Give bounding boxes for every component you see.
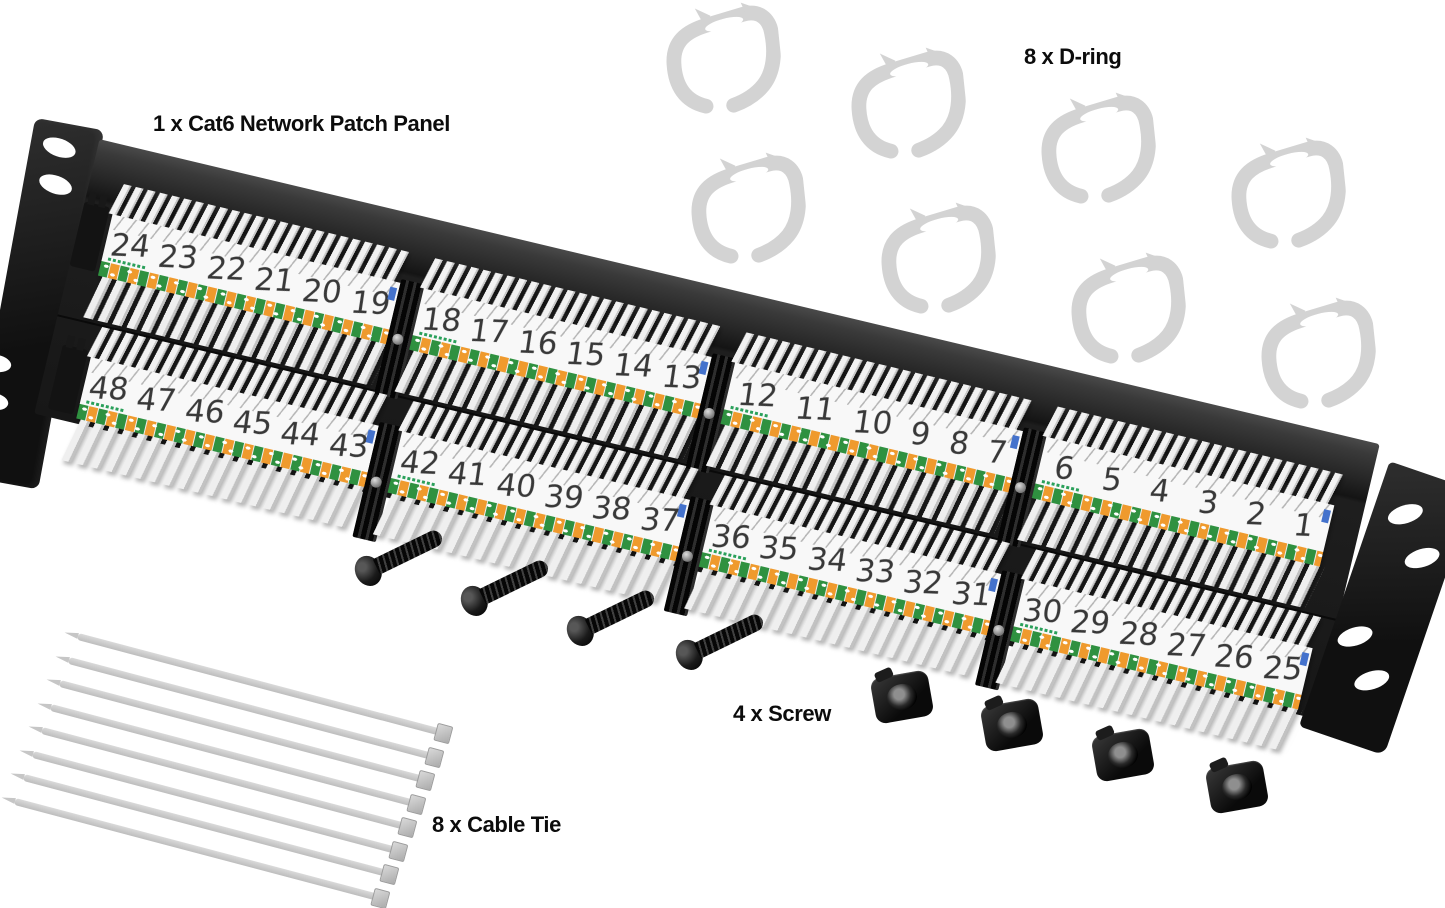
- label-patch-panel: 1 x Cat6 Network Patch Panel: [153, 111, 450, 136]
- port-number: 20: [299, 273, 345, 311]
- port-number: 30: [1020, 592, 1065, 631]
- port-number: 25: [1259, 650, 1305, 688]
- port-number: 24: [107, 227, 153, 265]
- port-number: 28: [1116, 615, 1161, 654]
- port-number: 35: [756, 530, 802, 568]
- label-d-ring: 8 x D-ring: [1024, 44, 1122, 69]
- port-number: 38: [589, 490, 635, 528]
- port-number: 48: [86, 370, 131, 408]
- port-number: 40: [493, 467, 539, 505]
- port-number: 1: [1291, 507, 1317, 545]
- port-number: 21: [251, 261, 297, 300]
- port-number: 44: [278, 416, 323, 454]
- d-ring: [1222, 132, 1351, 258]
- port-number: 42: [397, 444, 443, 482]
- port-number: 8: [946, 425, 972, 463]
- d-ring: [1062, 247, 1191, 373]
- port-number: 6: [1051, 450, 1077, 488]
- cable-tie: [23, 774, 395, 879]
- port-number: 31: [948, 575, 994, 614]
- port-number: 27: [1163, 627, 1209, 665]
- port-number: 37: [637, 501, 683, 540]
- port-number: 32: [900, 564, 946, 602]
- d-ring: [842, 42, 971, 168]
- port-number: 45: [230, 404, 275, 443]
- port-number: 36: [708, 518, 754, 557]
- d-ring: [682, 147, 811, 273]
- label-screw: 4 x Screw: [733, 701, 831, 726]
- port-number: 41: [445, 455, 491, 494]
- port-number: 13: [659, 358, 704, 397]
- mounting-hole: [1385, 500, 1426, 529]
- port-number: 7: [985, 434, 1011, 472]
- label-cable-tie: 8 x Cable Tie: [432, 812, 561, 837]
- port-number: 11: [792, 390, 838, 429]
- port-number: 17: [467, 313, 512, 351]
- port-number: 4: [1147, 473, 1173, 510]
- port-number: 26: [1211, 638, 1257, 677]
- port-number: 22: [203, 250, 249, 288]
- cable-tie: [41, 727, 413, 832]
- port-number: 15: [563, 335, 608, 374]
- mounting-hole: [1351, 666, 1392, 695]
- port-number: 39: [541, 478, 587, 517]
- port-number: 2: [1243, 496, 1269, 533]
- port-number: 47: [134, 381, 179, 420]
- port-number: 43: [326, 427, 371, 465]
- cable-tie: [50, 704, 422, 809]
- port-number: 9: [908, 416, 934, 453]
- d-ring: [657, 0, 786, 123]
- port-number: 46: [182, 393, 227, 431]
- port-number: 12: [735, 376, 780, 415]
- port-number: 33: [852, 552, 898, 591]
- d-ring: [1032, 87, 1161, 213]
- mounting-hole: [1402, 544, 1442, 572]
- cable-tie: [14, 798, 386, 903]
- d-ring: [1252, 292, 1381, 418]
- mounting-hole: [1335, 622, 1375, 651]
- port-number: 29: [1068, 604, 1113, 642]
- d-ring: [872, 197, 1001, 323]
- port-number: 23: [155, 238, 201, 277]
- port-number: 10: [850, 404, 896, 442]
- port-number: 18: [419, 301, 464, 340]
- port-number: 5: [1099, 461, 1125, 499]
- cable-tie: [32, 751, 404, 856]
- mounting-hole: [0, 352, 13, 375]
- port-number: 3: [1195, 484, 1221, 522]
- port-number: 34: [804, 541, 850, 580]
- mounting-hole: [0, 390, 10, 413]
- port-number: 19: [347, 284, 393, 323]
- port-number: 16: [515, 324, 560, 362]
- port-number: 14: [611, 347, 656, 385]
- mounting-hole: [40, 133, 79, 162]
- mounting-hole: [36, 170, 75, 199]
